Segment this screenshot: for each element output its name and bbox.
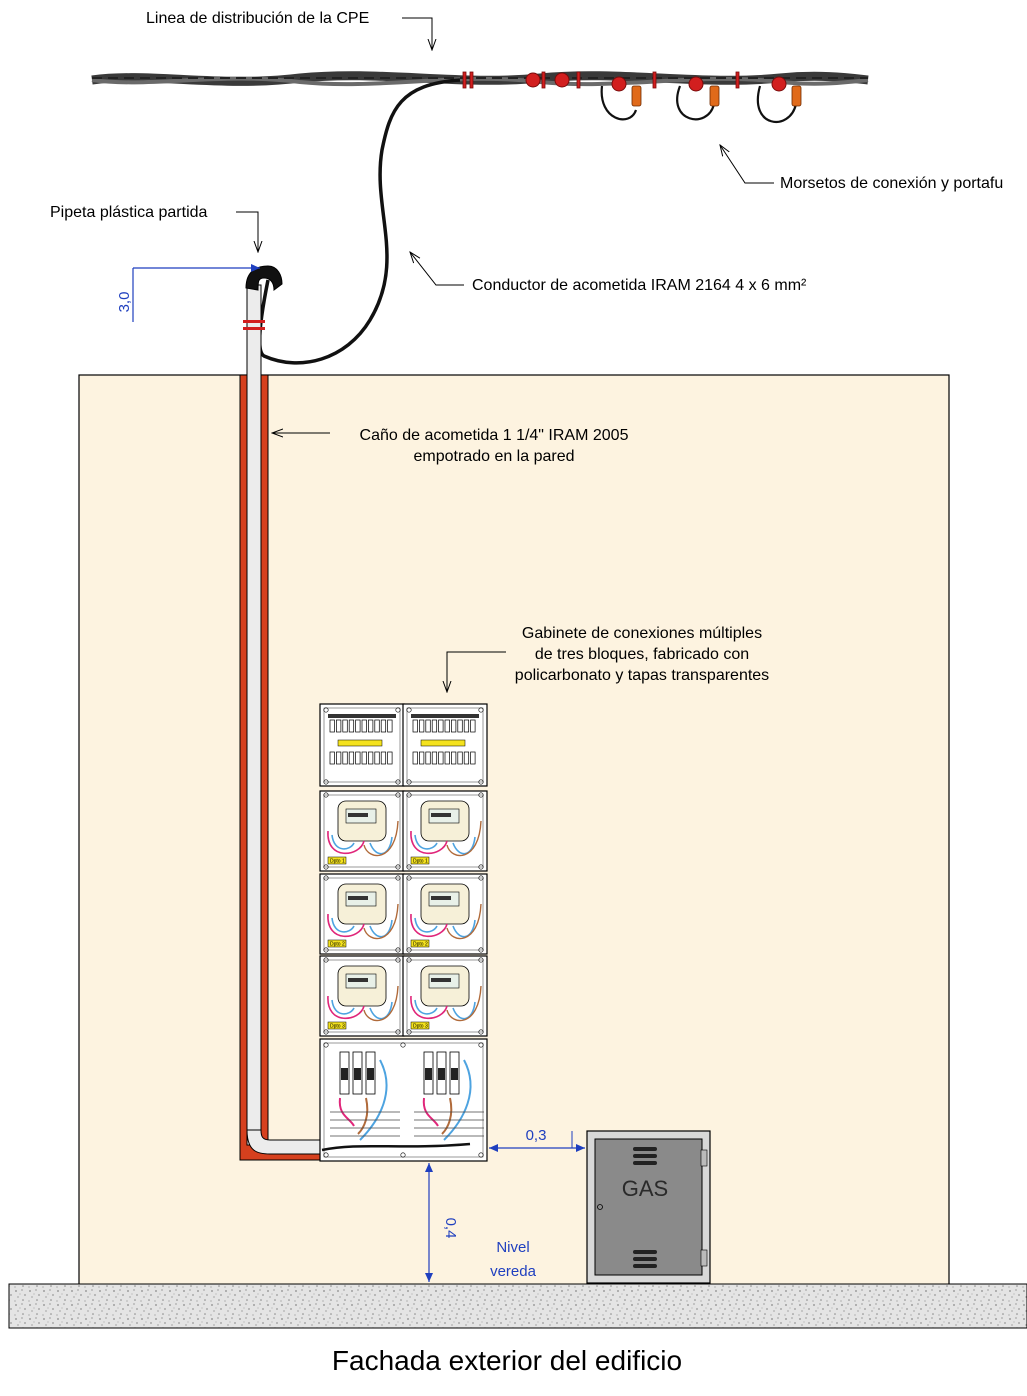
label-cabinet-line3: policarbonato y tapas transparentes	[515, 667, 769, 684]
sidewalk-ground	[8, 1283, 1027, 1329]
meter-module: Dpto 1	[402, 790, 488, 872]
meter-tag: Dpto 3	[330, 1024, 345, 1030]
label-cabinet-line2: de tres bloques, fabricado con	[535, 646, 749, 663]
line-clamps	[462, 71, 740, 89]
meter-module: Dpto 2	[402, 873, 488, 955]
dimension-pipette-height: 3,0	[116, 264, 260, 322]
breaker-module	[319, 703, 405, 787]
leader-cabinet	[447, 651, 506, 692]
meter-module: Dpto 2	[319, 873, 405, 955]
breaker-module	[402, 703, 488, 787]
meter-module: Dpto 3	[402, 955, 488, 1037]
pipette-cap	[245, 265, 283, 291]
label-cabinet-line1: Gabinete de conexiones múltiples	[522, 625, 762, 642]
conduit-pipe	[239, 284, 321, 1161]
meter-tag: Dpto 1	[413, 859, 428, 865]
building-wall	[78, 374, 950, 1288]
dimension-cabinet-gas-value: 0,3	[526, 1127, 547, 1144]
service-cable	[257, 78, 461, 365]
pipe-brackets	[243, 320, 265, 330]
meter-cabinet: Dpto 1 Dpto 1 Dpto 2 Dpto 2 Dpto 3 Dpto 3	[319, 703, 488, 1162]
label-service-cable: Conductor de acometida IRAM 2164 4 x 6 m…	[472, 277, 807, 294]
dimension-cabinet-ground-value: 0,4	[442, 1218, 459, 1239]
sidewalk-label-line2: vereda	[490, 1263, 537, 1280]
leader-connectors	[720, 145, 774, 184]
sidewalk-label-line1: Nivel	[496, 1239, 529, 1256]
dimension-cabinet-ground: 0,4	[425, 1163, 459, 1282]
distribution-line	[91, 71, 869, 87]
label-distribution-line: Linea de distribución de la CPE	[146, 10, 369, 27]
fuse-holder-loops	[600, 85, 798, 123]
meter-tag: Dpto 1	[330, 859, 345, 865]
connector-clamps	[525, 72, 787, 92]
label-conduit-line1: Caño de acometida 1 1/4" IRAM 2005	[360, 427, 629, 444]
leader-distribution-line	[402, 17, 432, 50]
meter-module: Dpto 3	[319, 955, 405, 1037]
dimension-pipette-value: 3,0	[116, 292, 133, 313]
label-pipette: Pipeta plástica partida	[50, 204, 208, 221]
label-conduit-line2: empotrado en la pared	[414, 448, 575, 465]
gas-box: GAS	[586, 1130, 711, 1284]
meter-tag: Dpto 2	[330, 942, 345, 948]
leader-pipette	[236, 211, 258, 252]
meter-tag: Dpto 3	[413, 1024, 428, 1030]
fuse-holders	[631, 85, 802, 107]
gas-box-label: GAS	[622, 1176, 668, 1201]
dimension-cabinet-gas: 0,3	[489, 1127, 585, 1152]
label-connectors: Morsetos de conexión y portafu	[780, 175, 1003, 192]
diagram-caption: Fachada exterior del edificio	[332, 1345, 682, 1376]
terminal-module	[319, 1038, 488, 1162]
meter-tag: Dpto 2	[413, 942, 428, 948]
leader-service-cable	[410, 252, 464, 286]
meter-module: Dpto 1	[319, 790, 405, 872]
